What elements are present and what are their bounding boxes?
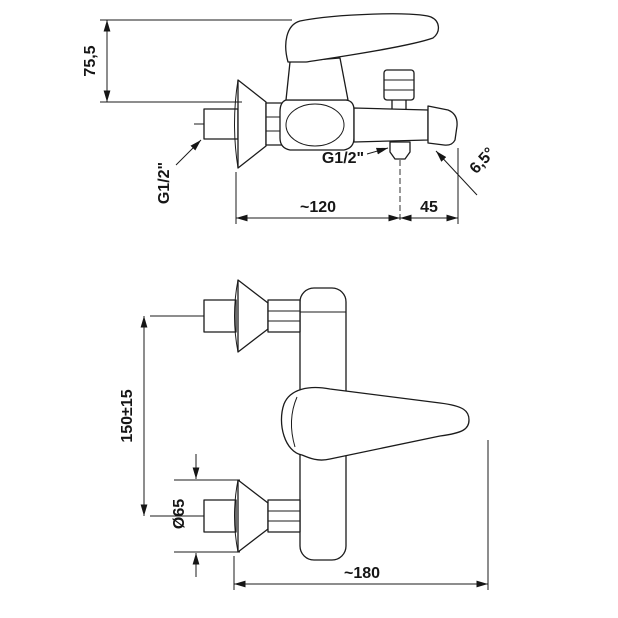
front-view: [196, 279, 470, 561]
body-boss: [285, 103, 345, 147]
dimension-diameter: Ø65: [171, 454, 240, 577]
dimension-label-height: 75,5: [82, 45, 99, 76]
dimension-angle: 6,5°: [435, 145, 499, 196]
thread-label-inlet: G1/2": [156, 162, 173, 204]
dimension-label-centers: 150±15: [119, 389, 136, 442]
dimension-label-diameter: Ø65: [171, 499, 188, 529]
side-view: [194, 13, 458, 222]
dimension-label-depth: ~120: [300, 199, 336, 216]
wall-flange-rim-top: [234, 279, 239, 353]
wall-flange-rim: [234, 79, 239, 169]
cartridge-neck: [285, 57, 349, 101]
inlet-pipe-stub-bottom: [203, 499, 237, 533]
dimension-120-45: ~120 45: [235, 148, 459, 224]
inlet-pipe-stub-top: [203, 299, 237, 333]
dimension-label-offset: 45: [420, 199, 438, 216]
handle-contour-line: [291, 396, 298, 448]
angle-leader-line: [435, 150, 478, 196]
hex-nut-bottom: [267, 499, 301, 533]
mixer-body: [279, 99, 355, 151]
leader-line: [366, 147, 389, 155]
dimension-150: 150±15: [119, 315, 198, 517]
spout-pipe: [353, 107, 429, 143]
thread-label-outlet: G1/2": [322, 150, 364, 167]
wall-flange-rim-bottom: [234, 479, 239, 553]
dimension-label-width: ~180: [344, 565, 380, 582]
wall-flange-cone-bottom: [237, 479, 269, 553]
inlet-pipe-stub: [203, 108, 239, 140]
spout-end: [427, 105, 458, 146]
lever-handle-front: [280, 386, 470, 461]
dimension-75-5: 75,5: [82, 19, 292, 103]
lever-handle: [285, 13, 440, 63]
label-inlet-thread: G1/2": [156, 139, 202, 204]
dimension-180: ~180: [233, 440, 489, 590]
dimension-label-angle: 6,5°: [467, 145, 499, 178]
label-outlet-thread: G1/2": [322, 147, 389, 167]
diverter-knob: [383, 69, 415, 101]
shower-outlet: [389, 141, 411, 160]
wall-flange-cone-top: [237, 279, 269, 353]
hex-nut-top: [267, 299, 301, 333]
wall-flange-cone: [237, 79, 267, 169]
leader-line: [175, 139, 202, 166]
